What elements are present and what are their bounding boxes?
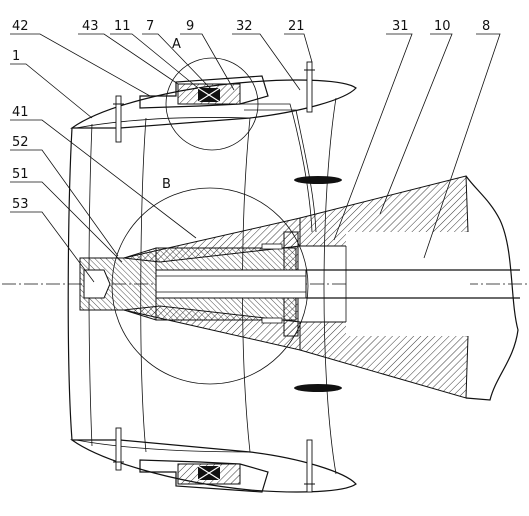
bottom-coil-x (197, 465, 221, 481)
detail-circle-b (111, 187, 309, 385)
bottom-right-bolt (304, 439, 315, 493)
label-32: 32 (236, 19, 253, 34)
label-42: 42 (12, 19, 29, 34)
label-31: 31 (392, 19, 409, 34)
hub-flange-bottom (283, 297, 299, 337)
nose-cone (79, 247, 157, 321)
label-8: 8 (482, 19, 490, 34)
label-51: 51 (12, 167, 29, 182)
bottom-left-bolt (113, 427, 124, 471)
label-21: 21 (288, 19, 305, 34)
hub-flange-top (283, 231, 299, 271)
detail-label-b: B (162, 177, 171, 192)
label-10: 10 (434, 19, 451, 34)
label-1: 1 (12, 49, 20, 64)
leader-lines (10, 33, 501, 283)
tail-wavy-edge (465, 175, 519, 401)
label-53: 53 (12, 197, 29, 212)
top-motor-housing (139, 75, 269, 109)
hub-body-upper (155, 247, 297, 271)
top-shroud-inner (75, 117, 251, 129)
label-43: 43 (82, 19, 99, 34)
label-11: 11 (114, 19, 131, 34)
top-coil-x (197, 87, 221, 103)
top-blade-ellipse (294, 176, 342, 184)
top-right-bolt (304, 61, 315, 113)
bottom-motor-housing (139, 459, 269, 493)
hub-body-lower (155, 297, 297, 321)
hub-shaft (155, 269, 307, 299)
hub-screw-bottom (261, 317, 283, 324)
hub-screw-top (261, 243, 283, 250)
detail-circle-a (165, 57, 259, 151)
label-9: 9 (186, 19, 194, 34)
bottom-blade-ellipse (294, 384, 342, 392)
detail-label-a: A (172, 37, 181, 52)
tail-inner-body (346, 232, 470, 336)
bottom-shroud-inner (75, 439, 251, 453)
label-52: 52 (12, 135, 29, 150)
label-7: 7 (146, 19, 154, 34)
left-shroud-edge (67, 127, 73, 441)
label-41: 41 (12, 105, 29, 120)
stator-line-3 (323, 97, 337, 475)
top-left-bolt (113, 95, 124, 143)
